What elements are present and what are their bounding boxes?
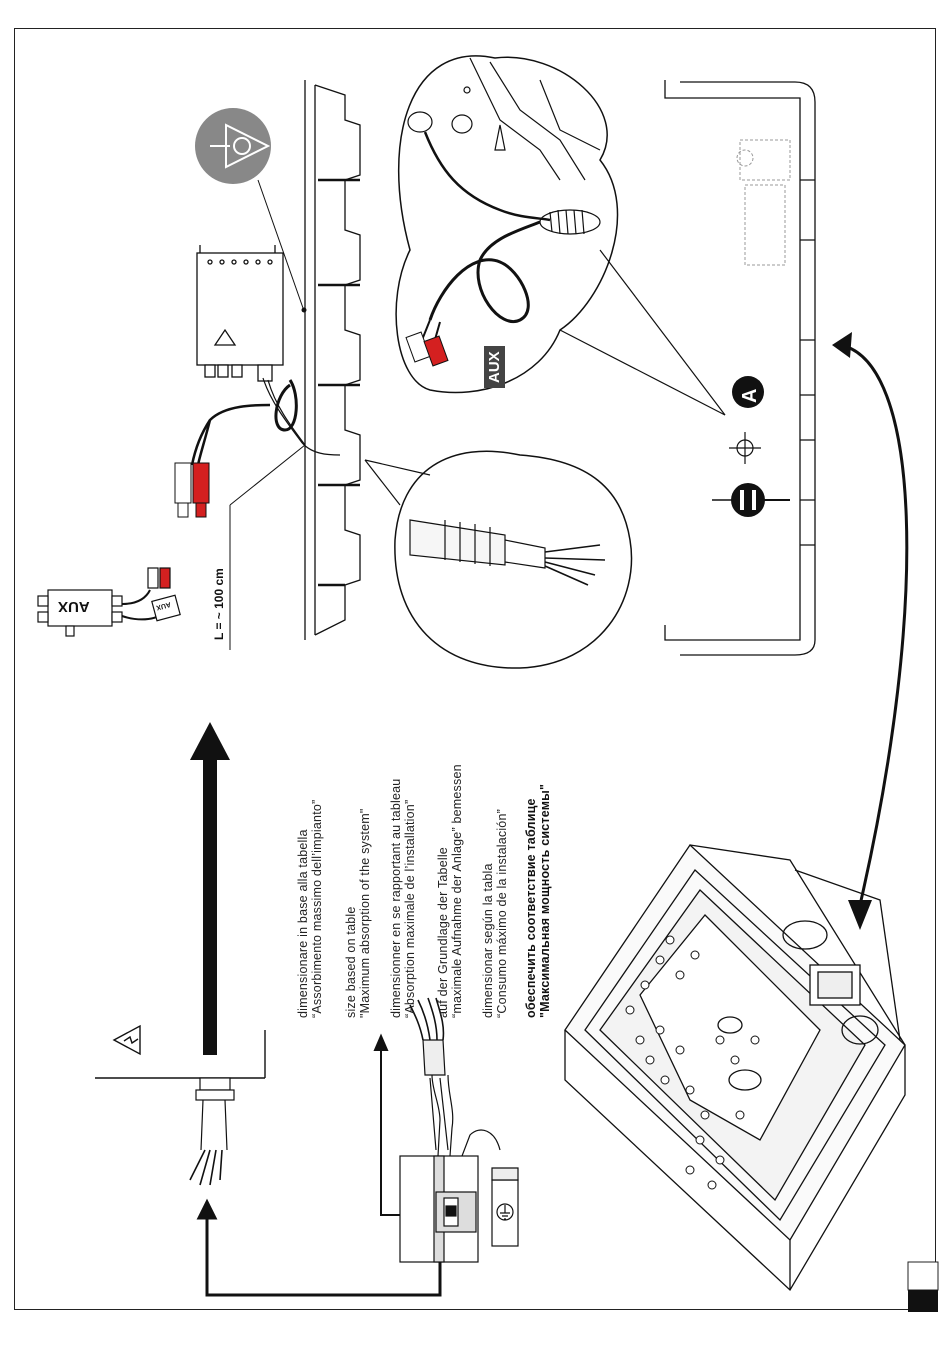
corner-marker-white	[907, 1261, 939, 1291]
callout-a-marker	[732, 376, 764, 408]
supply-cable	[409, 997, 449, 1151]
callout-a-label: A	[739, 388, 761, 403]
pump-ghost	[736, 139, 791, 266]
instruction-es: dimensionar según la tabla“Consumo máxim…	[481, 809, 509, 1018]
link-double-arrow	[832, 332, 909, 930]
detail-bubble-aux	[395, 55, 726, 416]
spa-jets	[625, 935, 760, 1190]
aux-junction-box	[37, 567, 181, 637]
main-power-arrow	[190, 722, 230, 1055]
cable-length-label: L = ~ 100 cm	[212, 568, 226, 640]
page-frame	[14, 28, 936, 1310]
earth-terminal	[491, 1167, 519, 1247]
aux-box-label: AUX	[58, 598, 90, 615]
instruction-de: auf der Grundlage der Tabelle“maximale A…	[436, 764, 464, 1018]
cable-gland	[189, 1077, 235, 1186]
tub-wall-section	[304, 80, 361, 640]
warning-triangle-icon	[112, 1024, 141, 1056]
instruction-en: size based on table"Maximum absorption o…	[344, 808, 372, 1019]
aux-amplifier-box	[196, 245, 284, 382]
spa-tub	[564, 844, 906, 1292]
wall-section	[95, 1030, 266, 1079]
corner-marker-black	[908, 1290, 938, 1312]
circuit-breaker	[399, 1155, 479, 1263]
detail-bubble-cable	[364, 450, 633, 669]
instruction-it: dimensionare in base alla tabella“Assorb…	[296, 799, 324, 1018]
tub-top-view	[664, 80, 816, 656]
rca-plugs	[174, 462, 210, 518]
crosshair-icon	[729, 432, 761, 464]
breaker-arrow	[373, 1033, 400, 1216]
breaker-wires	[431, 1074, 501, 1157]
drill-icon	[712, 483, 790, 517]
speaker-symbol-icon	[195, 108, 307, 313]
aux-badge: AUX	[484, 346, 505, 388]
supply-arrow	[196, 1198, 442, 1297]
instruction-ru: обеспечить соответствие таблице"Максимал…	[524, 783, 552, 1018]
rca-cable	[190, 377, 341, 650]
instruction-fr: dimensionner en se rapportant au tableau…	[389, 778, 417, 1018]
